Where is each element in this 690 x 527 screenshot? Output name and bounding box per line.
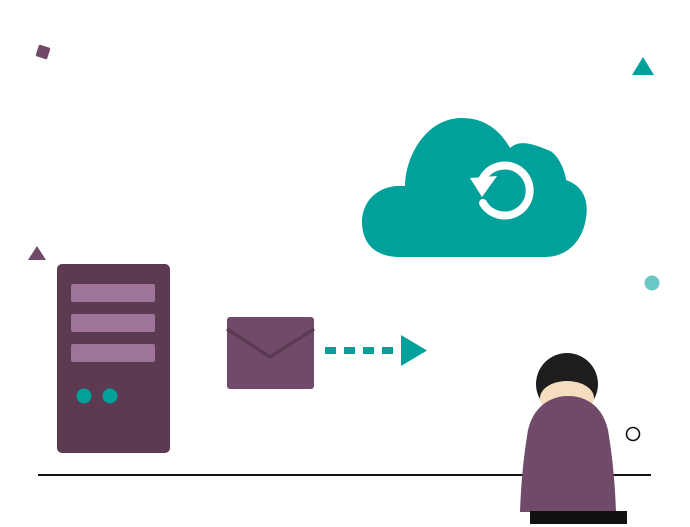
decor-dot-teal (644, 275, 660, 291)
decor-ring (625, 426, 641, 442)
envelope-icon (226, 317, 315, 389)
server-light-2 (102, 388, 118, 404)
server-bar-2 (71, 314, 155, 332)
decor-triangle-plum (28, 246, 46, 260)
person-body (520, 396, 616, 512)
server-light-1 (76, 388, 92, 404)
cloud-sync-icon (362, 118, 587, 257)
dashed-arrow-right-icon (325, 335, 427, 366)
server-icon (57, 264, 170, 453)
person-seat (530, 511, 627, 524)
person-back-view-icon (520, 353, 627, 524)
refresh-arrow-icon (470, 161, 534, 220)
server-bar-3 (71, 344, 155, 362)
decor-triangle-teal (632, 57, 654, 75)
server-bar-1 (71, 284, 155, 302)
decor-diamond-plum (35, 44, 51, 60)
